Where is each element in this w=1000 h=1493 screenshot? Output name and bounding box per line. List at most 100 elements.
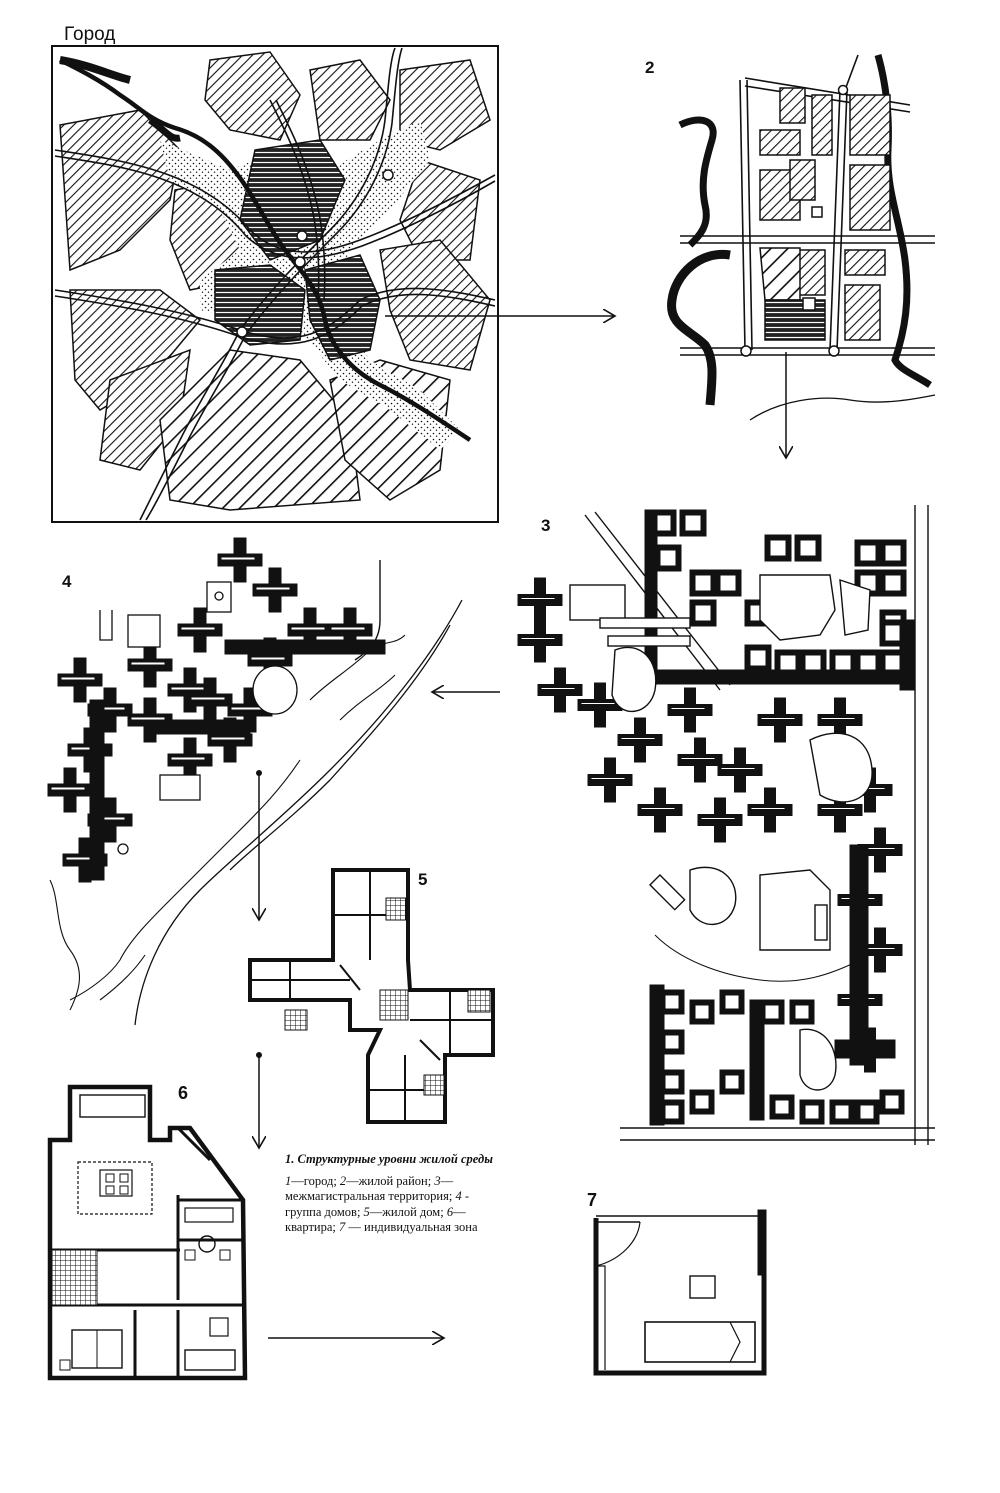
interhighway-court-1-court bbox=[694, 1004, 710, 1020]
legend-text-1: город; bbox=[303, 1173, 337, 1188]
interhighway-court-6-court bbox=[724, 1074, 740, 1090]
house-group-cross-7-roof bbox=[60, 676, 96, 681]
house-group-cross-9-roof bbox=[170, 686, 206, 691]
house-group-cross-4-roof bbox=[330, 626, 366, 631]
house-group-spine-c bbox=[149, 719, 251, 735]
house-group-spine-b bbox=[89, 699, 105, 881]
interhighway-court-0-court bbox=[664, 994, 680, 1010]
interhighway-block-8-court bbox=[749, 649, 767, 667]
interhighway-cross-1-roof bbox=[520, 637, 556, 640]
interhighway-wall-south bbox=[649, 984, 665, 1126]
interhighway-cross-13-roof bbox=[820, 717, 856, 720]
label-panel-2: 2 bbox=[645, 58, 655, 77]
interhighway-block-17-court bbox=[884, 544, 902, 562]
caption-title-text: Структурные уровни жилой среды bbox=[297, 1152, 493, 1166]
house-group-cross-5-roof bbox=[250, 656, 286, 661]
figure-caption: 1. Структурные уровни жилой среды 1—горо… bbox=[285, 1152, 505, 1242]
legend-num-6: 6 bbox=[446, 1204, 454, 1219]
interhighway-cross-0-roof bbox=[520, 597, 556, 600]
label-panel-4: 4 bbox=[62, 572, 72, 591]
house-group-cross-3-roof bbox=[290, 626, 326, 631]
legend-text-3: межмагистральная территория; bbox=[285, 1189, 453, 1203]
interhighway-block-10-court bbox=[804, 654, 822, 672]
interhighway-court-3-court bbox=[664, 1034, 680, 1050]
interhighway-block-19-court bbox=[884, 574, 902, 592]
house-group-cross-1-roof bbox=[255, 586, 291, 591]
label-city: Город bbox=[64, 24, 116, 45]
interhighway-cross-9-roof bbox=[700, 817, 736, 820]
interhighway-cross-5-roof bbox=[670, 707, 706, 710]
label-panel-7: 7 bbox=[587, 1190, 598, 1210]
interhighway-court-14-court bbox=[664, 1104, 680, 1120]
legend-text-7: индивидуальная зона bbox=[364, 1220, 478, 1234]
legend-text-4: группа домов; bbox=[285, 1204, 361, 1219]
interhighway-block-15-court bbox=[799, 539, 817, 557]
interhighway-block-12-court bbox=[859, 654, 877, 672]
interhighway-strip-east bbox=[849, 844, 869, 1066]
panel-residential-house bbox=[248, 868, 495, 1124]
interhighway-cross-3-roof bbox=[580, 702, 616, 705]
interhighway-court-4-court bbox=[664, 1074, 680, 1090]
interhighway-cross-15-roof bbox=[820, 807, 856, 810]
panel-individual-zone bbox=[593, 1209, 767, 1376]
house-group-cross-13-roof bbox=[170, 756, 206, 761]
legend-num-1: 1 bbox=[285, 1173, 292, 1188]
interhighway-cross-4-roof bbox=[620, 737, 656, 740]
house-group-cross-14-roof bbox=[50, 786, 86, 791]
house-group-cross-11-roof bbox=[70, 746, 106, 751]
legend-num-4: 4 bbox=[455, 1189, 462, 1203]
panel-house-group bbox=[47, 537, 463, 1026]
house-group-spine-a bbox=[224, 639, 386, 655]
interhighway-court-11-court bbox=[859, 1104, 875, 1120]
interhighway-strip-south bbox=[834, 1039, 896, 1059]
interhighway-court-13-court bbox=[774, 1099, 790, 1115]
interhighway-court-5-court bbox=[694, 1094, 710, 1110]
panel-interhighway-territory bbox=[517, 505, 935, 1145]
interhighway-block-2-court bbox=[659, 549, 677, 567]
panel-city-map bbox=[51, 45, 499, 523]
interhighway-wall-mid bbox=[749, 999, 765, 1121]
house-group-cross-10-roof bbox=[130, 716, 166, 721]
legend-num-2: 2 bbox=[339, 1173, 347, 1188]
caption-title: 1. Структурные уровни жилой среды bbox=[285, 1152, 505, 1168]
interhighway-court-9-court bbox=[804, 1104, 820, 1120]
caption-legend: 1—город; 2—жилой район; 3—межмагистральн… bbox=[285, 1173, 478, 1235]
interhighway-block-3-court bbox=[694, 574, 712, 592]
interhighway-cross-12-roof bbox=[760, 717, 796, 720]
legend-text-6: квартира; bbox=[285, 1220, 336, 1234]
interhighway-cross-7-roof bbox=[720, 767, 756, 770]
house-group-cross-17-roof bbox=[190, 696, 226, 701]
interhighway-wall-c bbox=[899, 619, 915, 691]
interhighway-block-1-court bbox=[684, 514, 702, 532]
interhighway-block-21-court bbox=[884, 624, 902, 642]
legend-num-3: 3 bbox=[434, 1173, 441, 1188]
caption-number: 1. bbox=[285, 1152, 295, 1166]
interhighway-cross-8-roof bbox=[750, 807, 786, 810]
house-group-cross-0-roof bbox=[220, 556, 256, 561]
interhighway-block-9-court bbox=[779, 654, 797, 672]
legend-num-7: 7 bbox=[339, 1220, 346, 1234]
panel-apartment-plan bbox=[47, 1084, 248, 1381]
interhighway-block-5 bbox=[689, 599, 717, 627]
house-group-cross-12-roof bbox=[210, 736, 246, 741]
interhighway-cross-10-roof bbox=[640, 807, 676, 810]
legend-text-5: жилой дом; bbox=[382, 1204, 444, 1219]
interhighway-court-2-court bbox=[724, 994, 740, 1010]
interhighway-cross-2-roof bbox=[540, 687, 576, 690]
interhighway-block-4-court bbox=[719, 574, 737, 592]
interhighway-court-10-court bbox=[834, 1104, 850, 1120]
interhighway-court-12-court bbox=[884, 1094, 900, 1110]
legend-text-2: жилой район; bbox=[358, 1173, 432, 1188]
legend-num-5: 5 bbox=[363, 1204, 370, 1219]
label-panel-3: 3 bbox=[541, 516, 551, 535]
interhighway-wall-b bbox=[644, 669, 916, 685]
interhighway-block-5-court bbox=[694, 604, 712, 622]
label-panel-5: 5 bbox=[418, 870, 428, 889]
interhighway-cross-11-roof bbox=[590, 777, 626, 780]
house-group-cross-6-roof bbox=[130, 661, 166, 666]
interhighway-block-16-court bbox=[859, 544, 877, 562]
interhighway-block-14-court bbox=[769, 539, 787, 557]
interhighway-court-7-court bbox=[764, 1004, 780, 1020]
label-panel-6: 6 bbox=[178, 1083, 189, 1103]
